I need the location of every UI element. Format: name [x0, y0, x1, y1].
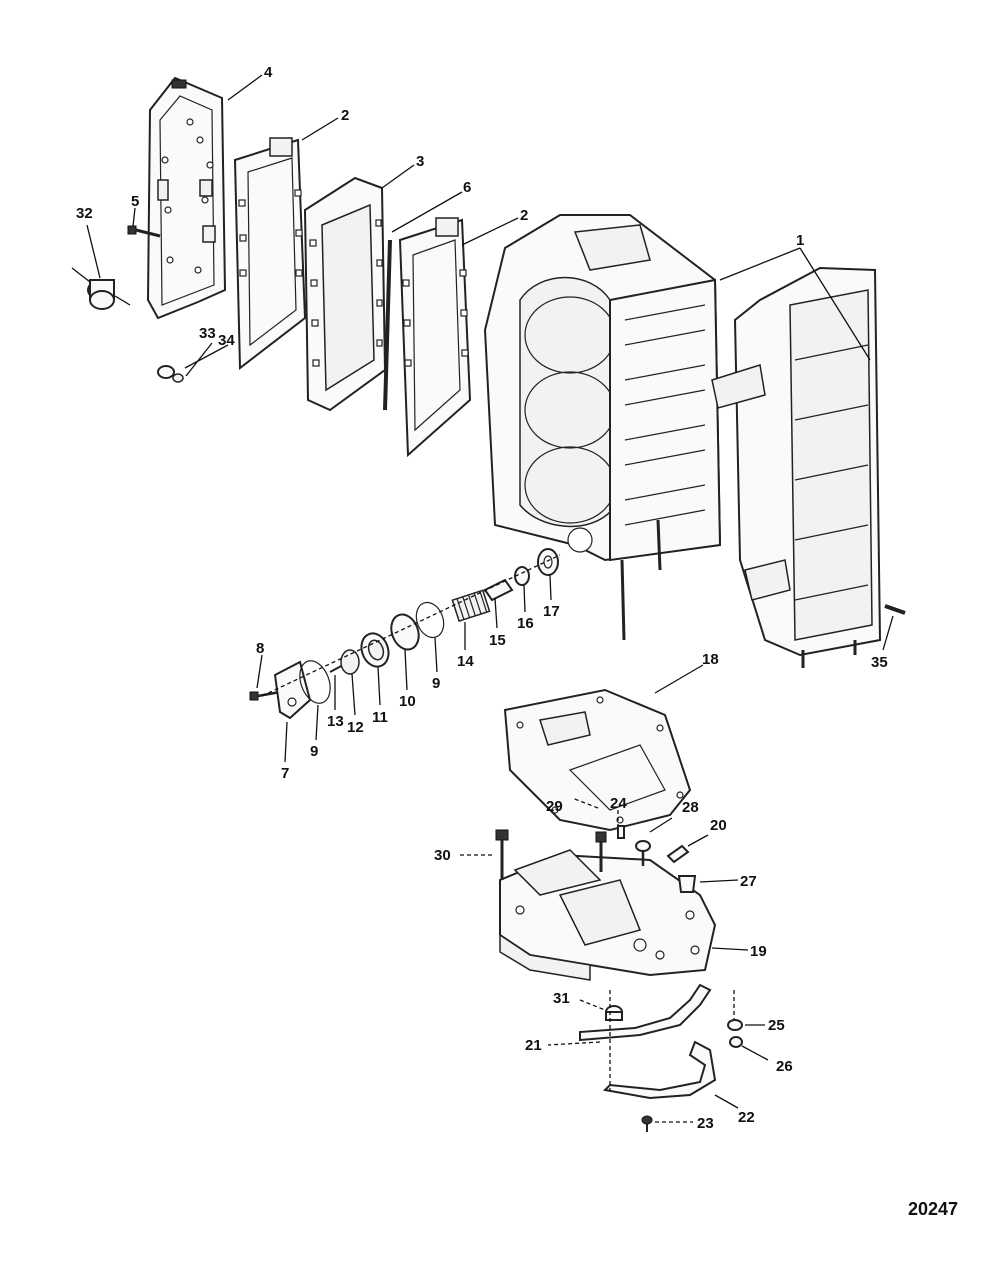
- callout-12: 12: [347, 719, 364, 736]
- callout-28: 28: [682, 799, 699, 816]
- seal-strip: [383, 239, 392, 411]
- callout-7: 7: [281, 765, 289, 782]
- callout-29: 29: [546, 798, 563, 815]
- callout-10: 10: [399, 693, 416, 710]
- adapter-fasteners: [495, 825, 697, 893]
- callout-21: 21: [525, 1037, 542, 1054]
- callout-23: 23: [697, 1115, 714, 1132]
- callout-3: 3: [416, 153, 424, 170]
- callout-6: 6: [463, 179, 471, 196]
- callout-27: 27: [740, 873, 757, 890]
- callout-8: 8: [256, 640, 264, 657]
- adapter-plate: [499, 849, 717, 981]
- cylinder-block: [483, 214, 722, 641]
- washer-nut: [157, 365, 184, 383]
- callout-16: 16: [517, 615, 534, 632]
- callout-35: 35: [871, 654, 888, 671]
- callout-22: 22: [738, 1109, 755, 1126]
- callout-18: 18: [702, 651, 719, 668]
- bypass-valve-assembly: [249, 548, 561, 720]
- callout-17: 17: [543, 603, 560, 620]
- callout-11: 11: [372, 709, 388, 726]
- callout-32: 32: [76, 205, 93, 222]
- callout-13: 13: [327, 713, 344, 730]
- callout-5: 5: [131, 193, 139, 210]
- callout-2: 2: [520, 207, 528, 224]
- callout-15: 15: [489, 632, 506, 649]
- callout-14: 14: [457, 653, 474, 670]
- exhaust-plate-gasket: [398, 217, 472, 458]
- callout-30: 30: [434, 847, 451, 864]
- callout-25: 25: [768, 1017, 785, 1034]
- rubber-mount: [71, 267, 131, 310]
- callout-1: 1: [796, 232, 804, 249]
- callout-33: 33: [199, 325, 216, 342]
- exhaust-cover-gasket: [233, 137, 307, 370]
- callout-labels: 1 2 2 3 4 5 6 7 8 9 9 10 11 12 13 14 15 …: [76, 64, 888, 1132]
- leader-lines: [86, 74, 894, 1123]
- callout-4: 4: [264, 64, 273, 81]
- bottom-screw: [641, 1115, 653, 1132]
- exhaust-divider-plate: [303, 176, 387, 412]
- figure-number: 20247: [908, 1199, 958, 1219]
- callout-2: 2: [341, 107, 349, 124]
- water-tube-seal: [579, 983, 717, 1100]
- adapter-plate-gasket: [503, 688, 692, 832]
- callout-26: 26: [776, 1058, 793, 1075]
- callout-9: 9: [432, 675, 440, 692]
- drain-plug: [605, 1005, 623, 1021]
- dowel-pin: [884, 604, 906, 615]
- callout-31: 31: [553, 990, 570, 1007]
- callout-24: 24: [610, 795, 627, 812]
- callout-19: 19: [750, 943, 767, 960]
- exhaust-cover-plate: [146, 76, 227, 320]
- callout-9: 9: [310, 743, 318, 760]
- callout-20: 20: [710, 817, 727, 834]
- washer-and-nut: [727, 1019, 743, 1048]
- cover-screw: [127, 225, 161, 238]
- crankcase-cover: [711, 266, 882, 668]
- callout-34: 34: [218, 332, 235, 349]
